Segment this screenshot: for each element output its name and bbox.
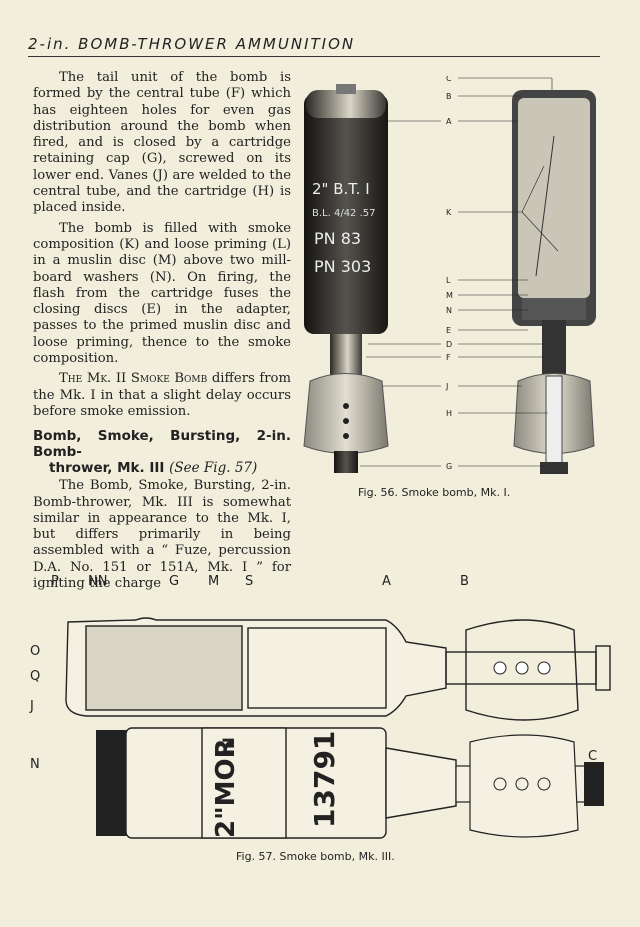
header-title: 2-in. BOMB-THROWER AMMUNITION (28, 35, 356, 53)
bomb-photo: 2" B.T. I B.L. 4/42 .57 PN 83 PN 303 (303, 84, 389, 473)
fig56-illustration: 2" B.T. I B.L. 4/42 .57 PN 83 PN 303 C B… (303, 76, 596, 474)
section-heading: Bomb, Smoke, Bursting, 2-in. Bomb-throwe… (33, 428, 291, 476)
paragraph-tail-unit: The tail unit of the bomb is formed by t… (33, 70, 291, 216)
fig57-label-Q: Q (30, 669, 40, 684)
fig57-label-A: A (382, 574, 391, 589)
fig56-label-B: B (446, 92, 452, 101)
running-header: 2-in. BOMB-THROWER AMMUNITION (28, 34, 600, 57)
photo-marking-4: PN 303 (314, 257, 371, 276)
heading-line2: thrower, Mk. III (49, 460, 165, 477)
paragraph-mk2: The Mk. II Smoke Bomb differs from the M… (33, 371, 291, 420)
fig57-external-view: 2"MOR III 13791 (96, 727, 604, 839)
fig57-label-P: P (51, 574, 59, 589)
paragraph-mk3: The Bomb, Smoke, Bursting, 2-in. Bomb-th… (33, 478, 291, 592)
fig57-label-G: G (169, 574, 179, 589)
fig56-label-F: F (446, 353, 451, 362)
fig56-label-N: N (446, 306, 452, 315)
fig57-label-J: J (29, 699, 34, 714)
fig56-label-M: M (446, 291, 453, 300)
fig57-marking-mark: III (219, 737, 238, 755)
photo-marking-2: B.L. 4/42 .57 (312, 208, 376, 219)
fig56-label-K: K (446, 208, 452, 217)
fig56-label-L: L (446, 276, 451, 285)
bomb-section (512, 90, 596, 474)
fig56-label-A: A (446, 117, 452, 126)
fig57-marking-2: 13791 (308, 731, 341, 828)
fig57-label-S: S (245, 574, 253, 589)
fig56-label-H: H (446, 409, 452, 418)
fig57-caption: Fig. 57. Smoke bomb, Mk. III. (236, 850, 395, 863)
mk2-rest: differs from the Mk. I in that a slight … (33, 371, 291, 419)
heading-line1: Bomb, Smoke, Bursting, 2-in. Bomb- (33, 428, 291, 461)
photo-marking-1: 2" B.T. I (312, 180, 370, 198)
fig56-label-C: C (446, 76, 452, 83)
fig56-label-G: G (446, 462, 452, 471)
body-text-column: The tail unit of the bomb is formed by t… (33, 70, 291, 596)
photo-marking-3: PN 83 (314, 229, 361, 248)
heading-figure-ref: (See Fig. 57) (169, 460, 258, 477)
fig56-label-D: D (446, 340, 452, 349)
fig57-label-O: O (30, 644, 40, 659)
fig57-label-M: M (208, 574, 219, 589)
fig57-label-C: C (588, 749, 597, 764)
fig56-label-J: J (445, 382, 448, 391)
paragraph-filling: The bomb is filled with smoke compositio… (33, 220, 291, 367)
fig57-label-NN: NN (88, 574, 107, 589)
fig57-marking-1: 2"MOR (211, 738, 241, 838)
fig56-caption: Fig. 56. Smoke bomb, Mk. I. (358, 486, 511, 499)
mk2-lead: The Mk. II Smoke Bomb (59, 371, 208, 387)
fig57-label-N: N (30, 757, 40, 772)
fig57-label-B: B (460, 574, 469, 589)
fig57-cross-section: P NN G M S A B O Q J N F R K L H D E C (29, 574, 611, 772)
fig56-label-E: E (446, 326, 451, 335)
